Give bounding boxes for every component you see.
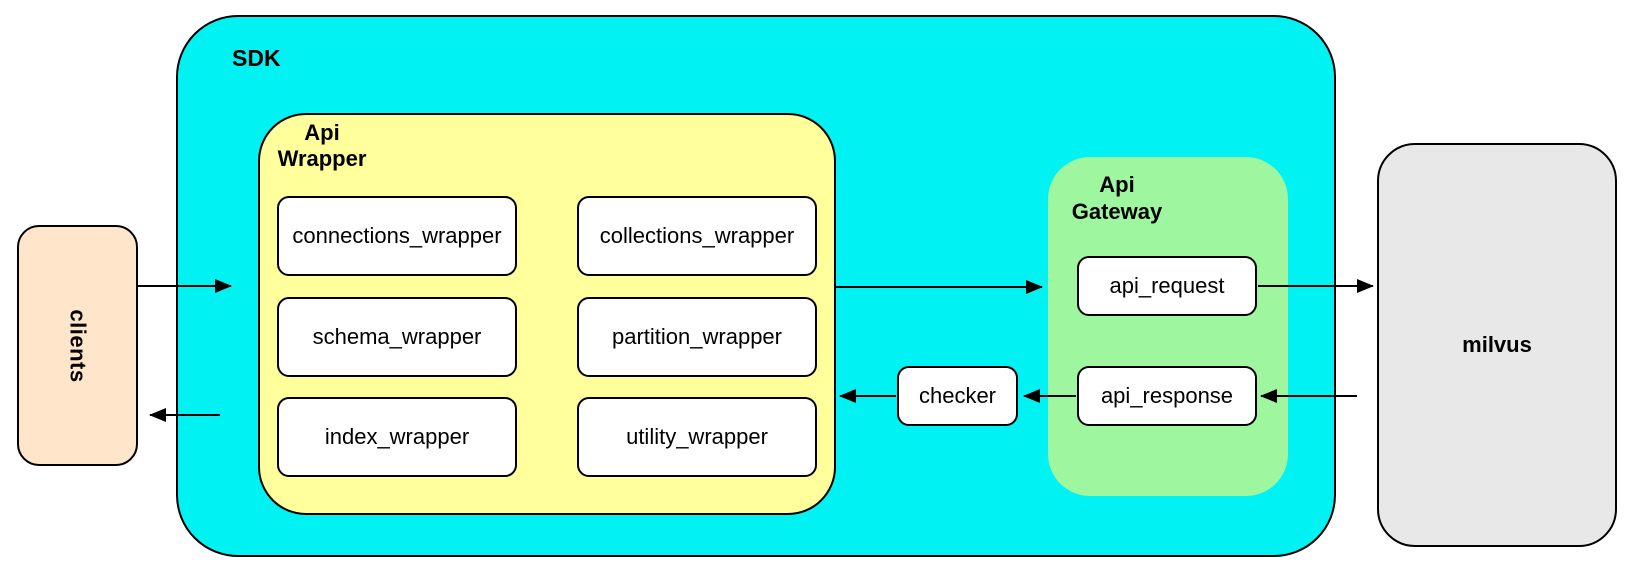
- node-partition-wrapper-label: partition_wrapper: [612, 324, 782, 349]
- api-gateway-label-line1: Api: [1099, 172, 1135, 197]
- node-connections-wrapper-label: connections_wrapper: [292, 223, 502, 248]
- api-wrapper-label-line1: Api: [304, 120, 340, 145]
- node-checker-label: checker: [918, 383, 997, 408]
- api-wrapper-label: Api Wrapper: [266, 120, 378, 172]
- node-utility-wrapper: utility_wrapper: [577, 397, 817, 477]
- node-api-response-label: api_response: [1100, 383, 1234, 408]
- node-api-response: api_response: [1077, 366, 1257, 426]
- node-partition-wrapper: partition_wrapper: [577, 297, 817, 377]
- node-schema-wrapper: schema_wrapper: [277, 297, 517, 377]
- api-gateway-container: Api Gateway: [1048, 157, 1288, 496]
- node-connections-wrapper: connections_wrapper: [277, 196, 517, 276]
- api-wrapper-label-line2: Wrapper: [277, 146, 367, 171]
- node-utility-wrapper-label: utility_wrapper: [626, 424, 768, 449]
- milvus-box: milvus: [1377, 143, 1617, 547]
- api-gateway-label-line2: Gateway: [1071, 199, 1163, 224]
- node-collections-wrapper-label: collections_wrapper: [599, 223, 795, 248]
- node-schema-wrapper-label: schema_wrapper: [312, 324, 482, 349]
- clients-label: clients: [65, 308, 91, 383]
- node-checker: checker: [897, 366, 1018, 426]
- node-api-request: api_request: [1077, 256, 1257, 316]
- node-index-wrapper: index_wrapper: [277, 397, 517, 477]
- api-gateway-label: Api Gateway: [1062, 171, 1172, 225]
- clients-box: clients: [17, 225, 138, 466]
- node-collections-wrapper: collections_wrapper: [577, 196, 817, 276]
- sdk-label: SDK: [232, 45, 281, 71]
- node-api-request-label: api_request: [1109, 273, 1225, 298]
- node-index-wrapper-label: index_wrapper: [324, 424, 470, 449]
- milvus-label: milvus: [1462, 332, 1532, 357]
